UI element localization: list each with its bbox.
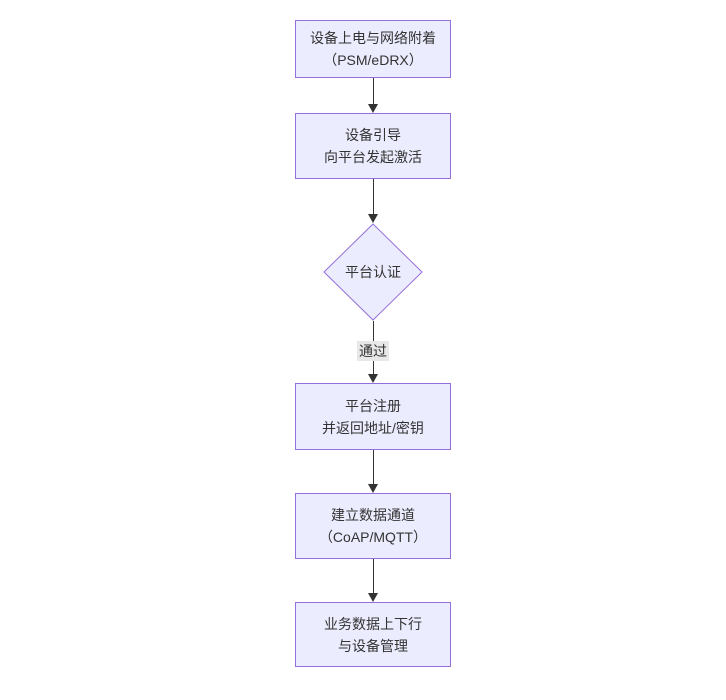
node-business-data: 业务数据上下行 与设备管理 <box>295 602 451 667</box>
edge-line <box>372 179 374 217</box>
node-device-bootstrap: 设备引导 向平台发起激活 <box>295 113 451 179</box>
edge-arrow-4 <box>368 450 378 493</box>
arrowhead-icon <box>368 374 378 383</box>
node-text: 并返回地址/密钥 <box>322 419 424 436</box>
node-text: 设备引导 <box>345 127 401 143</box>
node-text: 设备上电与网络附着 <box>310 30 436 46</box>
node-text: 建立数据通道 <box>331 507 415 523</box>
edge-line <box>372 450 374 487</box>
edge-arrow-3: 通过 <box>357 321 389 383</box>
node-text: （PSM/eDRX） <box>323 52 423 68</box>
arrowhead-icon <box>368 104 378 113</box>
node-text: （CoAP/MQTT） <box>318 529 428 545</box>
arrowhead-icon <box>368 484 378 493</box>
node-text: 与设备管理 <box>338 637 408 654</box>
edge-label-pass: 通过 <box>357 341 389 361</box>
node-platform-register: 平台注册 并返回地址/密钥 <box>295 383 451 450</box>
edge-line <box>372 78 374 107</box>
node-data-channel: 建立数据通道 （CoAP/MQTT） <box>295 493 451 559</box>
edge-line <box>372 559 374 596</box>
node-text: 平台认证 <box>345 264 401 280</box>
node-text: 业务数据上下行 <box>324 615 422 632</box>
node-text: 向平台发起激活 <box>324 149 422 165</box>
node-power-network-attach: 设备上电与网络附着 （PSM/eDRX） <box>295 20 451 78</box>
arrowhead-icon <box>368 214 378 223</box>
arrowhead-icon <box>368 593 378 602</box>
edge-arrow-2 <box>368 179 378 223</box>
edge-arrow-5 <box>368 559 378 602</box>
node-platform-auth-decision: 平台认证 <box>323 223 423 321</box>
diamond-shape-icon <box>323 223 423 321</box>
edge-arrow-1 <box>368 78 378 113</box>
node-text: 平台注册 <box>345 397 401 414</box>
